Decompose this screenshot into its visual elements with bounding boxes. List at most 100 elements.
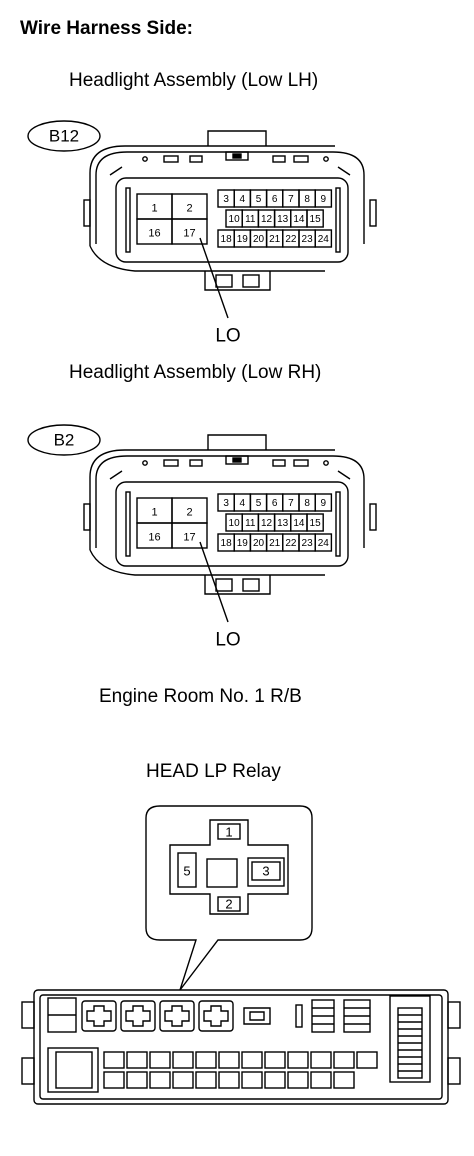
connector-title-rh: Headlight Assembly (Low RH) xyxy=(69,362,322,383)
pin-label: 23 xyxy=(302,234,314,245)
fuse-slot xyxy=(172,1071,194,1089)
pin-label: 11 xyxy=(245,518,256,529)
relay-body xyxy=(169,819,289,915)
pin-label: 20 xyxy=(253,538,265,549)
pin-label: 13 xyxy=(277,214,289,225)
fuse-slot xyxy=(172,1051,194,1069)
pin-label: 8 xyxy=(304,498,310,509)
indicator-dot xyxy=(323,156,329,162)
pin-label: 6 xyxy=(272,498,278,509)
lower-latch xyxy=(204,575,271,595)
housing-tab-left xyxy=(21,1001,35,1029)
fuse-slot xyxy=(241,1051,263,1069)
pin-label: 7 xyxy=(288,498,294,509)
fuse-slot-large xyxy=(47,1047,99,1093)
connector-title-lh: Headlight Assembly (Low LH) xyxy=(69,70,319,91)
fuse-slot xyxy=(333,1051,355,1069)
pin-label: 3 xyxy=(223,194,229,205)
indicator-slot xyxy=(189,459,203,467)
relay-pin-box xyxy=(177,852,197,888)
pin-label: 6 xyxy=(272,194,278,205)
terminal-label: LO xyxy=(215,630,240,651)
pin-label: 2 xyxy=(186,203,192,215)
latch-mark xyxy=(232,457,242,463)
pin-cell xyxy=(314,229,333,248)
pin-label: 21 xyxy=(269,538,281,549)
fuse-slot xyxy=(195,1051,217,1069)
relay-socket-cross xyxy=(203,1005,229,1027)
pin-label: 10 xyxy=(229,518,241,529)
fuse-slot xyxy=(218,1051,240,1069)
connector-code-badge xyxy=(27,424,101,456)
pin-cell xyxy=(171,522,208,549)
relay-block-inner xyxy=(39,994,443,1100)
pin-label: 12 xyxy=(261,518,273,529)
side-lock-right xyxy=(369,199,377,227)
indicator-dot xyxy=(142,156,148,162)
pin-label: 14 xyxy=(293,214,305,225)
relay-socket xyxy=(120,1000,156,1032)
housing-ridge xyxy=(109,470,351,480)
fuse-slot xyxy=(149,1051,171,1069)
pin-label: 7 xyxy=(288,194,294,205)
pin-cell xyxy=(314,189,333,208)
pin-label: 19 xyxy=(237,538,249,549)
face-rail xyxy=(335,491,341,557)
relay-pin-inner xyxy=(251,861,281,881)
pin-cell xyxy=(171,218,208,245)
pin-label: 17 xyxy=(183,532,195,544)
connector-face xyxy=(115,177,349,263)
right-connector xyxy=(389,995,431,1083)
pin-label: 24 xyxy=(318,234,330,245)
connector-bottom xyxy=(89,245,325,272)
indicator-slot xyxy=(163,155,179,163)
pin-label: 4 xyxy=(240,498,246,509)
connector-code: B2 xyxy=(54,431,75,450)
pin-label: 17 xyxy=(183,228,195,240)
pin-label: 4 xyxy=(240,194,246,205)
housing-tab-right xyxy=(447,1057,461,1085)
relay-block-housing xyxy=(33,989,449,1105)
lower-latch-slot xyxy=(242,578,260,592)
pin-label: 18 xyxy=(221,234,233,245)
fuse-slot xyxy=(149,1071,171,1089)
pin-label: 11 xyxy=(245,214,256,225)
relay-pin-label: 1 xyxy=(225,825,232,840)
pin-cell xyxy=(306,513,324,532)
pin-label: 5 xyxy=(256,498,262,509)
pin-label: 19 xyxy=(237,234,249,245)
fuse-slot xyxy=(241,1071,263,1089)
connector-tab xyxy=(207,130,267,146)
fuse-slot xyxy=(103,1071,125,1089)
face-rail xyxy=(335,187,341,253)
connector-housing xyxy=(89,145,335,246)
fuse-slot xyxy=(264,1071,286,1089)
pin-label: 13 xyxy=(277,518,289,529)
housing-ridge xyxy=(109,166,351,176)
side-lock-right xyxy=(369,503,377,531)
indicator-slot xyxy=(293,459,309,467)
face-rail xyxy=(125,187,131,253)
small-module xyxy=(243,1007,271,1025)
relay-pin-label: 2 xyxy=(225,897,232,912)
pin-label: 12 xyxy=(261,214,273,225)
fuse-slot xyxy=(218,1071,240,1089)
indicator-dot xyxy=(323,460,329,466)
housing-tab-left xyxy=(21,1057,35,1085)
housing-tab-right xyxy=(447,1001,461,1029)
relay-pin-box xyxy=(247,857,285,887)
lower-latch-slot xyxy=(215,578,233,592)
relay-block-title: Engine Room No. 1 R/B xyxy=(99,686,302,707)
connector-tab xyxy=(207,434,267,450)
side-lock-left xyxy=(83,199,91,227)
connector-housing-inner xyxy=(95,455,365,548)
pin-label: 15 xyxy=(310,518,322,529)
fuse-slot xyxy=(126,1071,148,1089)
pin-cell xyxy=(314,493,333,512)
indicator-slot xyxy=(163,459,179,467)
relay-socket xyxy=(198,1000,234,1032)
